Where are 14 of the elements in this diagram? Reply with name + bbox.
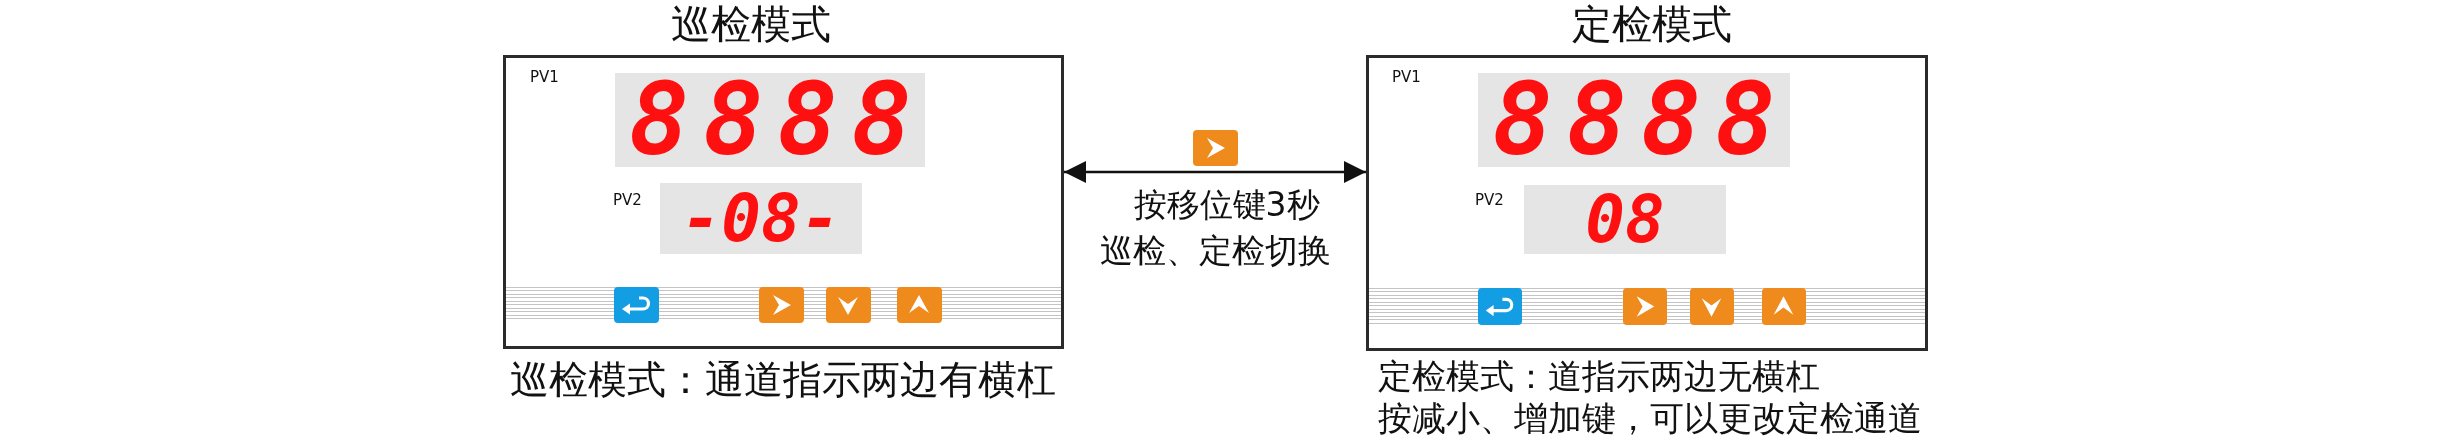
panel-title: 定检模式 <box>1572 2 1732 46</box>
display-label: PV1 <box>1392 68 1421 86</box>
panel-caption: 巡检模式：通道指示两边有横杠 <box>510 359 1056 401</box>
panel-caption: 按减小、增加键，可以更改定检通道 <box>1378 400 1922 436</box>
display-readout: 08 <box>1524 185 1726 254</box>
display-readout: -08- <box>660 183 862 254</box>
display-readout: 8888 <box>615 73 925 167</box>
panel-title: 巡检模式 <box>671 2 831 46</box>
display-label: PV1 <box>530 68 559 86</box>
display-label: PV2 <box>1475 191 1504 209</box>
display-label: PV2 <box>613 191 642 209</box>
display-readout: 8888 <box>1478 73 1790 167</box>
double-arrow <box>1064 161 1366 183</box>
panel-caption: 定检模式：道指示两边无横杠 <box>1378 358 1820 394</box>
